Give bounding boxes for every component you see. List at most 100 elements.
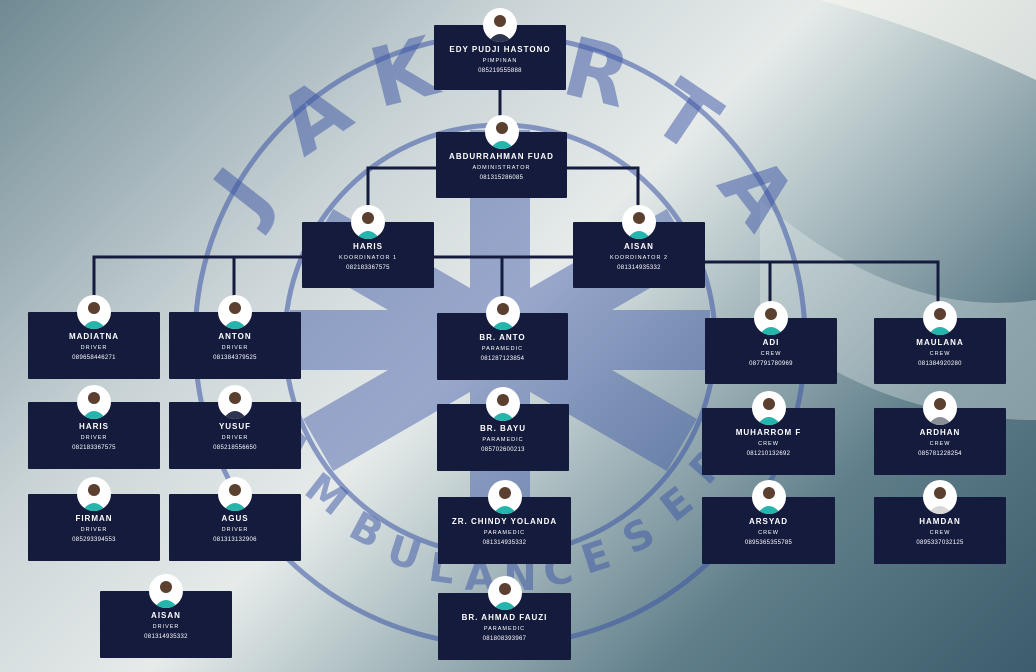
card-maulana[interactable]: MAULANA CREW 081384920280: [874, 301, 1006, 384]
avatar: [218, 477, 252, 511]
person-phone: 085219555888: [478, 68, 522, 74]
card-abdurrahman[interactable]: ABDURRAHMAN FUAD ADMINISTRATOR 081315286…: [436, 115, 567, 198]
person-name: ANTON: [218, 332, 252, 341]
person-phone: 087791780969: [749, 361, 793, 367]
card-bayu[interactable]: BR. BAYU PARAMEDIC 085702600213: [437, 387, 569, 471]
avatar: [923, 480, 957, 514]
person-name: ARSYAD: [748, 517, 789, 526]
person-name: MUHARROM F: [735, 428, 802, 437]
person-name: AGUS: [221, 514, 249, 523]
avatar: [923, 391, 957, 425]
avatar: [751, 480, 786, 514]
person-role: CREW: [758, 530, 779, 536]
person-role: ADMINISTRATOR: [472, 165, 531, 171]
card-agus[interactable]: AGUS DRIVER 081313132906: [169, 477, 301, 561]
person-phone: 082183367575: [72, 445, 116, 451]
avatar: [218, 295, 252, 329]
person-phone: 085218556650: [213, 445, 257, 451]
avatar: [77, 385, 111, 419]
person-role: PARAMEDIC: [483, 626, 526, 632]
avatar: [77, 477, 111, 511]
person-phone: 081313132906: [213, 537, 257, 543]
avatar: [485, 296, 520, 330]
person-name: BR. AHMAD FAUZI: [461, 613, 548, 622]
card-haris-koordinator[interactable]: HARIS KOORDINATOR 1 082183367575: [302, 205, 434, 288]
person-phone: 085781228254: [918, 451, 962, 457]
person-phone: 081384379525: [213, 355, 257, 361]
person-role: CREW: [929, 530, 951, 536]
person-role: PARAMEDIC: [483, 530, 526, 536]
person-role: DRIVER: [80, 345, 108, 351]
card-haris-driver[interactable]: HARIS DRIVER 082183367575: [28, 385, 160, 469]
person-role: DRIVER: [221, 345, 249, 351]
person-phone: 081287123854: [480, 356, 525, 362]
person-name: MADIATNA: [68, 332, 120, 341]
card-arsyad[interactable]: ARSYAD CREW 0895365355785: [702, 480, 835, 564]
avatar: [754, 301, 788, 335]
card-aisan-koordinator[interactable]: AISAN KOORDINATOR 2 081314935332: [573, 205, 705, 288]
card-adi[interactable]: ADI CREW 087791780969: [705, 301, 837, 384]
avatar: [77, 295, 111, 329]
avatar: [483, 8, 517, 42]
card-chindy[interactable]: ZR. CHINDY YOLANDA PARAMEDIC 08131493533…: [438, 480, 571, 564]
person-name: ARDHAN: [919, 428, 961, 437]
person-name: HAMDAN: [919, 517, 961, 526]
avatar: [484, 115, 519, 149]
person-phone: 081314935332: [482, 540, 527, 546]
avatar: [218, 385, 252, 419]
person-phone: 081315286085: [479, 175, 524, 181]
card-aisan-driver[interactable]: AISAN DRIVER 081314935332: [100, 574, 232, 658]
person-phone: 0895337032125: [916, 540, 964, 546]
avatar: [486, 387, 520, 421]
person-role: CREW: [929, 351, 951, 357]
person-name: AISAN: [624, 242, 654, 251]
person-name: HARIS: [79, 422, 109, 431]
person-name: ZR. CHINDY YOLANDA: [451, 517, 558, 526]
person-phone: 085293394553: [72, 537, 116, 543]
person-name: AISAN: [151, 611, 181, 620]
avatar: [487, 576, 522, 610]
person-role: DRIVER: [152, 624, 180, 630]
avatar: [923, 301, 957, 335]
person-phone: 0895365355785: [744, 540, 793, 546]
person-phone: 085702600213: [481, 447, 525, 453]
person-role: DRIVER: [80, 527, 108, 533]
card-fauzi[interactable]: BR. AHMAD FAUZI PARAMEDIC 081808393967: [438, 576, 571, 660]
person-role: KOORDINATOR 1: [338, 255, 398, 261]
person-name: YUSUF: [218, 422, 252, 431]
person-role: KOORDINATOR 2: [609, 255, 669, 261]
card-muharrom[interactable]: MUHARROM F CREW 081210132692: [702, 391, 835, 475]
card-anton[interactable]: ANTON DRIVER 081384379525: [169, 295, 301, 379]
person-name: BR. ANTO: [479, 333, 526, 342]
card-hamdan[interactable]: HAMDAN CREW 0895337032125: [874, 480, 1006, 564]
person-role: DRIVER: [221, 435, 249, 441]
avatar: [751, 391, 786, 425]
person-phone: 081314935332: [144, 634, 188, 640]
person-role: DRIVER: [221, 527, 249, 533]
person-role: CREW: [929, 441, 951, 447]
person-phone: 081314935332: [617, 265, 661, 271]
person-role: DRIVER: [80, 435, 108, 441]
person-name: ADI: [762, 338, 780, 347]
avatar: [351, 205, 385, 239]
avatar: [487, 480, 522, 514]
person-role: CREW: [758, 441, 779, 447]
person-phone: 081808393967: [482, 636, 527, 642]
person-role: PARAMEDIC: [482, 437, 524, 443]
card-ardhan[interactable]: ARDHAN CREW 085781228254: [874, 391, 1006, 475]
person-role: CREW: [760, 351, 782, 357]
card-edy[interactable]: EDY PUDJI HASTONO PIMPINAN 085219555888: [434, 8, 566, 90]
card-yusuf[interactable]: YUSUF DRIVER 085218556650: [169, 385, 301, 469]
person-role: PARAMEDIC: [481, 346, 524, 352]
person-name: EDY PUDJI HASTONO: [449, 45, 551, 54]
avatar: [622, 205, 656, 239]
person-role: PIMPINAN: [482, 58, 518, 64]
person-name: BR. BAYU: [480, 424, 526, 433]
card-firman[interactable]: FIRMAN DRIVER 085293394553: [28, 477, 160, 561]
card-anto[interactable]: BR. ANTO PARAMEDIC 081287123854: [437, 296, 568, 380]
person-name: FIRMAN: [75, 514, 113, 523]
person-phone: 082183367575: [346, 265, 390, 271]
card-madiatna[interactable]: MADIATNA DRIVER 089658446271: [28, 295, 160, 379]
person-name: HARIS: [353, 242, 383, 251]
person-phone: 081210132692: [746, 451, 791, 457]
